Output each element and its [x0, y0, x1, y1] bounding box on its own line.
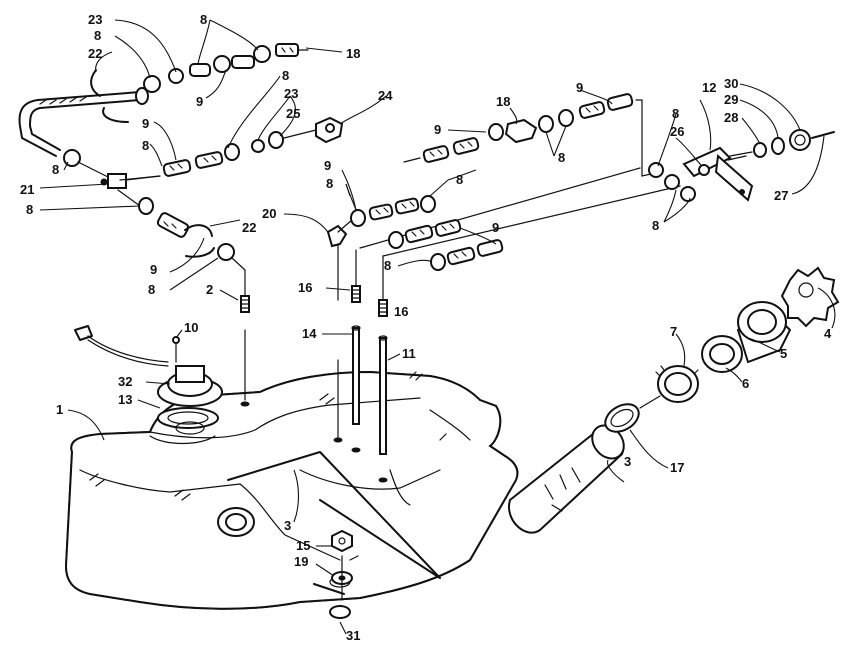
callout-8g: 8 — [148, 282, 155, 297]
callout-16a: 16 — [298, 280, 312, 295]
callout-3b: 3 — [624, 454, 631, 469]
callout-3a: 3 — [284, 518, 291, 533]
callout-1: 1 — [56, 402, 63, 417]
callout-8i: 8 — [456, 172, 463, 187]
callout-8d: 8 — [142, 138, 149, 153]
callout-24: 24 — [378, 88, 393, 103]
callout-29: 29 — [724, 92, 738, 107]
callout-23b: 23 — [284, 86, 298, 101]
callout-6: 6 — [742, 376, 749, 391]
callout-19: 19 — [294, 554, 308, 569]
callout-20: 20 — [262, 206, 276, 221]
callout-31: 31 — [346, 628, 360, 643]
callout-8c: 8 — [282, 68, 289, 83]
callout-labels: 23 8 18 8 22 9 8 23 25 24 9 8 8 21 8 22 … — [20, 12, 832, 643]
pickup-tubes — [240, 325, 388, 483]
fuel-level-sender — [74, 325, 223, 435]
callout-9b: 9 — [142, 116, 149, 131]
callout-8m: 8 — [652, 218, 659, 233]
vent-hose-upper-left — [18, 69, 246, 297]
callout-9e: 9 — [492, 220, 499, 235]
callout-12: 12 — [702, 80, 716, 95]
callout-10: 10 — [184, 320, 198, 335]
callout-8h: 8 — [326, 176, 333, 191]
callout-9f: 9 — [434, 122, 441, 137]
callout-16b: 16 — [394, 304, 408, 319]
callout-7: 7 — [670, 324, 677, 339]
callout-13: 13 — [118, 392, 132, 407]
callout-9c: 9 — [150, 262, 157, 277]
callout-26: 26 — [670, 124, 684, 139]
callout-32: 32 — [118, 374, 132, 389]
callout-2: 2 — [206, 282, 213, 297]
callout-28: 28 — [724, 110, 738, 125]
callout-27: 27 — [774, 188, 788, 203]
callout-30: 30 — [724, 76, 738, 91]
callout-8a: 8 — [200, 12, 207, 27]
callout-8j: 8 — [384, 258, 391, 273]
vent-valve-bracket — [648, 146, 754, 202]
callout-5: 5 — [780, 346, 787, 361]
callout-9g: 9 — [576, 80, 583, 95]
callout-18a: 18 — [346, 46, 360, 61]
callout-21: 21 — [20, 182, 34, 197]
drain-hardware — [313, 529, 353, 619]
callout-22b: 22 — [242, 220, 256, 235]
callout-8k: 8 — [558, 150, 565, 165]
callout-8b: 8 — [94, 28, 101, 43]
vent-cap-stack — [729, 129, 835, 158]
tank-fittings — [240, 224, 388, 317]
fuel-tank — [64, 370, 519, 610]
callout-14: 14 — [302, 326, 317, 341]
callout-15: 15 — [296, 538, 310, 553]
callout-22a: 22 — [88, 46, 102, 61]
callout-18b: 18 — [496, 94, 510, 109]
callout-8e: 8 — [52, 162, 59, 177]
leader-lines — [39, 19, 836, 635]
callout-8f: 8 — [26, 202, 33, 217]
callout-8l: 8 — [672, 106, 679, 121]
vent-hose-center-row — [337, 167, 681, 271]
callout-17: 17 — [670, 460, 684, 475]
callout-9a: 9 — [196, 94, 203, 109]
callout-25: 25 — [286, 106, 300, 121]
callout-9d: 9 — [324, 158, 331, 173]
callout-23a: 23 — [88, 12, 102, 27]
callout-4: 4 — [824, 326, 832, 341]
vent-hose-middle-row — [119, 116, 344, 181]
vent-hose-right-row — [403, 93, 661, 177]
callout-11: 11 — [402, 346, 416, 361]
filler-assembly — [507, 266, 840, 534]
